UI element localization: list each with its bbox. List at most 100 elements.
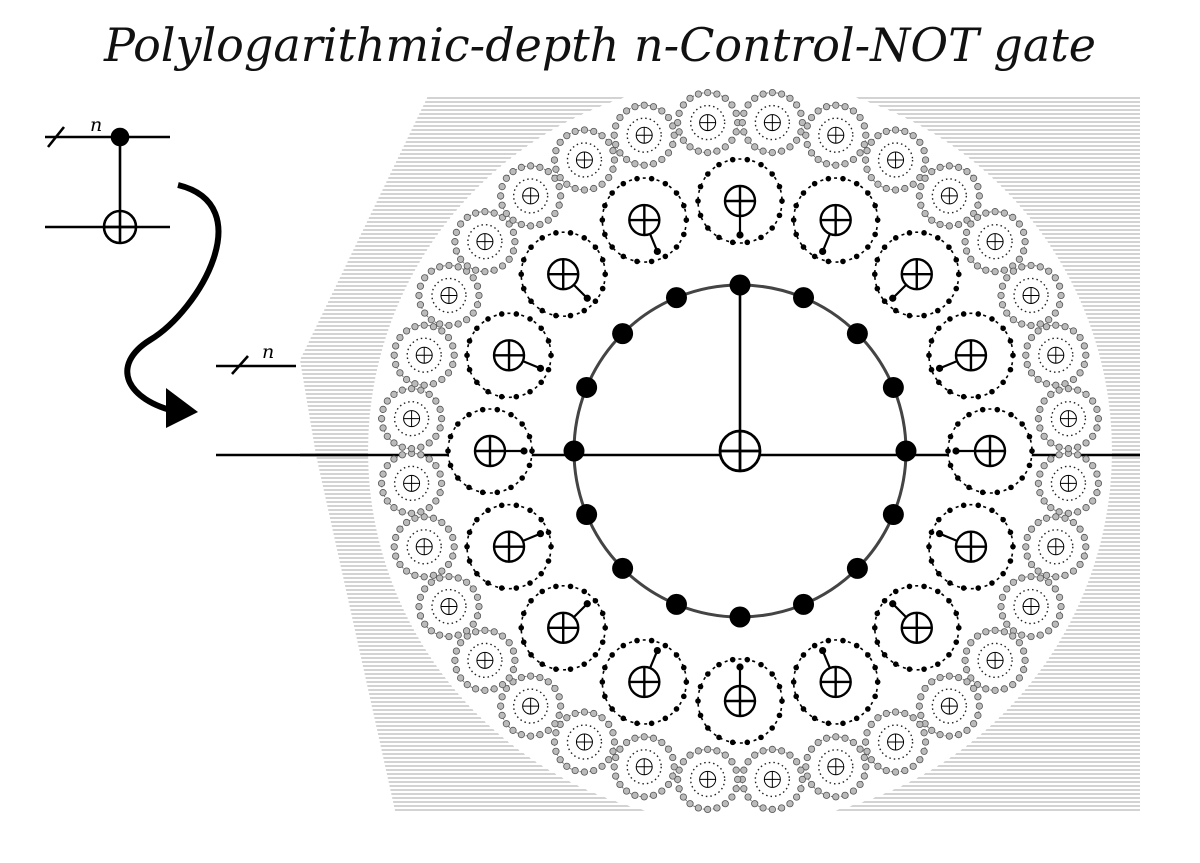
outer-subgate-control bbox=[1052, 381, 1060, 389]
outer-subgate-control bbox=[1069, 327, 1078, 335]
outer-subgate-control bbox=[759, 804, 767, 812]
outer-subgate-control bbox=[498, 201, 506, 209]
outer-subgate-control bbox=[398, 386, 406, 394]
middle-subgate-control bbox=[966, 484, 972, 491]
central-control-dot bbox=[793, 593, 815, 615]
outer-subgate-control bbox=[1000, 209, 1008, 217]
outer-subgate-control bbox=[417, 443, 425, 451]
outer-subgate-control bbox=[437, 479, 446, 487]
outer-subgate-control bbox=[390, 543, 398, 551]
outer-subgate-control bbox=[732, 766, 740, 774]
outer-subgate-control bbox=[502, 720, 510, 728]
outer-subgate-control bbox=[928, 726, 936, 734]
middle-subgate-control bbox=[680, 664, 687, 671]
middle-subgate-control bbox=[539, 588, 546, 595]
outer-subgate-control bbox=[962, 247, 971, 255]
outer-subgate-control bbox=[563, 132, 571, 140]
middle-subgate-control bbox=[466, 558, 473, 564]
outer-subgate-control bbox=[1069, 567, 1078, 575]
outer-subgate bbox=[802, 733, 870, 801]
middle-subgate-control bbox=[716, 661, 722, 668]
outer-subgate-control bbox=[551, 720, 559, 728]
middle-subgate-control bbox=[662, 180, 669, 187]
middle-subgate-control bbox=[946, 244, 952, 251]
middle-subgate-control bbox=[520, 257, 527, 263]
outer-subgate-control bbox=[610, 763, 618, 771]
middle-subgate bbox=[790, 175, 881, 265]
middle-subgate-control bbox=[1008, 411, 1014, 418]
outer-subgate-control bbox=[407, 509, 416, 517]
outer-subgate-control bbox=[982, 209, 990, 217]
outer-subgate-inner-ring bbox=[431, 588, 467, 625]
middle-subgate-control bbox=[776, 712, 783, 719]
outer-subgate-control bbox=[509, 647, 518, 655]
middle-subgate-control bbox=[881, 597, 888, 604]
outer-subgate-control bbox=[417, 386, 425, 394]
middle-subgate-control bbox=[793, 231, 800, 238]
middle-subgate-control bbox=[793, 202, 800, 209]
outer-subgate-control bbox=[445, 321, 453, 330]
outer-subgate bbox=[1022, 321, 1090, 389]
middle-subgate-control bbox=[697, 183, 704, 190]
outer-subgate-control bbox=[664, 780, 673, 789]
outer-subgate-control bbox=[1027, 572, 1035, 581]
middle-subgate bbox=[926, 502, 1016, 591]
legend-register-slash bbox=[46, 126, 66, 148]
outer-subgate-control bbox=[536, 163, 544, 171]
outer-subgate-control bbox=[1080, 552, 1088, 560]
outer-subgate-control bbox=[797, 766, 805, 774]
middle-subgate-control bbox=[599, 257, 606, 263]
outer-subgate-control bbox=[1009, 316, 1018, 324]
middle-subgate-control bbox=[683, 217, 690, 223]
middle-subgate-control bbox=[979, 406, 986, 413]
outer-subgate-control bbox=[438, 567, 446, 575]
outer-subgate-control bbox=[1089, 432, 1097, 440]
outer-subgate-control bbox=[916, 756, 924, 764]
outer-subgate-control bbox=[962, 647, 971, 655]
outer-subgate bbox=[1034, 385, 1103, 453]
middle-subgate-control-dot bbox=[935, 530, 944, 538]
outer-subgate-control bbox=[728, 758, 736, 766]
middle-subgate-control bbox=[602, 271, 609, 278]
middle-subgate-control bbox=[518, 624, 525, 631]
outer-subgate-control bbox=[998, 301, 1007, 309]
middle-subgate-control bbox=[960, 393, 967, 400]
outer-subgate-control bbox=[1042, 323, 1051, 331]
middle-subgate-control bbox=[526, 462, 533, 469]
outer-subgate-control bbox=[498, 262, 507, 270]
outer-subgate-control bbox=[867, 720, 875, 729]
outer-subgate-control bbox=[505, 255, 513, 263]
middle-subgate-control bbox=[779, 698, 785, 704]
outer-subgate-control bbox=[909, 714, 917, 722]
middle-subgate-control-dot bbox=[736, 663, 744, 671]
middle-subgate-control bbox=[599, 285, 606, 292]
outer-subgate-control bbox=[1074, 386, 1082, 394]
outer-subgate-control bbox=[856, 149, 864, 157]
outer-subgate-control bbox=[664, 745, 673, 753]
outer-subgate-control bbox=[936, 163, 944, 171]
outer-subgate-control bbox=[768, 745, 776, 754]
outer-subgate-control bbox=[1045, 627, 1053, 635]
outer-subgate-control bbox=[704, 805, 712, 814]
outer-subgate-control bbox=[411, 380, 419, 388]
outer-subgate-control bbox=[803, 753, 811, 762]
outer-subgate-control bbox=[1051, 585, 1059, 593]
outer-subgate-control bbox=[928, 168, 936, 176]
outer-subgate-control bbox=[814, 155, 822, 164]
outer-subgate-inner-ring bbox=[689, 761, 726, 798]
middle-subgate-control bbox=[662, 715, 669, 722]
outer-subgate-control bbox=[734, 775, 742, 784]
outer-subgate-control bbox=[974, 201, 982, 209]
fractal-gate-decomposition bbox=[300, 79, 1140, 823]
outer-subgate-control bbox=[1003, 274, 1011, 282]
outer-subgate-control bbox=[509, 228, 518, 236]
outer-subgate-control bbox=[945, 222, 953, 230]
outer-subgate-control bbox=[427, 627, 435, 635]
main-register-label: n bbox=[262, 341, 274, 363]
middle-subgate-control bbox=[479, 406, 486, 413]
outer-subgate-inner-ring bbox=[977, 223, 1013, 260]
outer-subgate-control bbox=[849, 107, 858, 115]
middle-subgate-control bbox=[581, 235, 588, 241]
outer-subgate-control bbox=[454, 574, 462, 582]
outer-subgate-control bbox=[462, 316, 471, 324]
